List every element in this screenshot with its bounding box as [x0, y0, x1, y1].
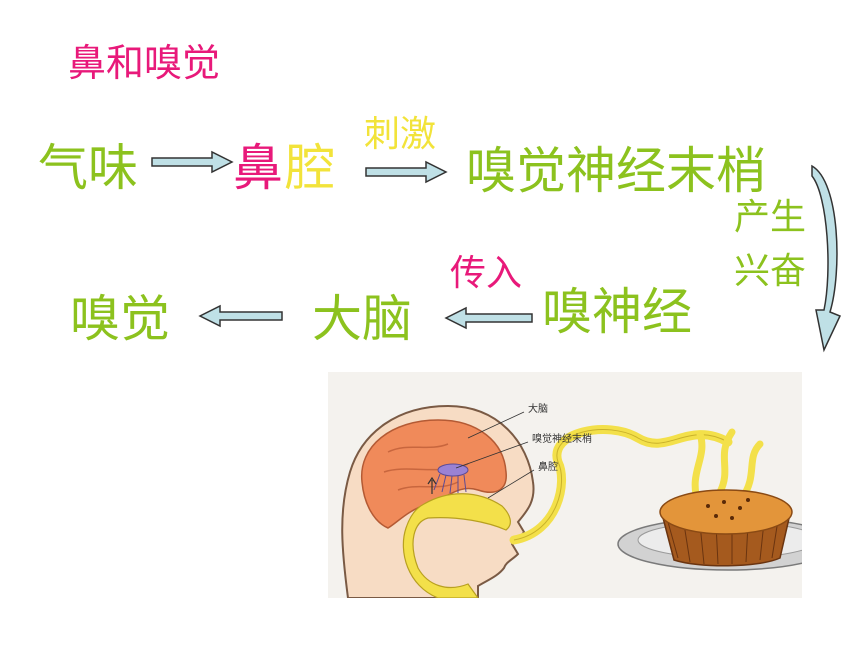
- cavity-text: 腔: [285, 139, 335, 197]
- stimulate-label: 刺激: [364, 114, 437, 155]
- olfaction-text: 嗅觉: [70, 290, 170, 348]
- curved-arrow-down-icon: [811, 164, 842, 353]
- transmit-label: 传入: [450, 253, 523, 294]
- illustration-label-brain: 大脑: [528, 404, 548, 415]
- arrow-right-icon: [365, 160, 448, 184]
- page-title: 鼻和嗅觉: [68, 41, 221, 85]
- olfaction-illustration: 大脑 嗅觉神经末梢 鼻腔: [328, 372, 839, 599]
- excitement-label: 兴奋: [734, 251, 807, 292]
- head-and-cake-drawing: [328, 372, 839, 599]
- nerve-endings-text: 嗅觉神经末梢: [466, 142, 766, 200]
- nose-text: 鼻: [233, 139, 283, 197]
- generate-label: 产生: [734, 197, 807, 238]
- brain-text: 大脑: [312, 290, 412, 348]
- illustration-label-nerve-endings: 嗅觉神经末梢: [532, 434, 592, 445]
- olfactory-nerve-text: 嗅神经: [542, 283, 692, 341]
- arrow-right-icon: [151, 150, 234, 174]
- illustration-label-nasal-cavity: 鼻腔: [538, 462, 558, 473]
- arrow-left-icon: [198, 304, 283, 328]
- odor-text: 气味: [38, 139, 138, 197]
- arrow-left-icon: [444, 306, 533, 330]
